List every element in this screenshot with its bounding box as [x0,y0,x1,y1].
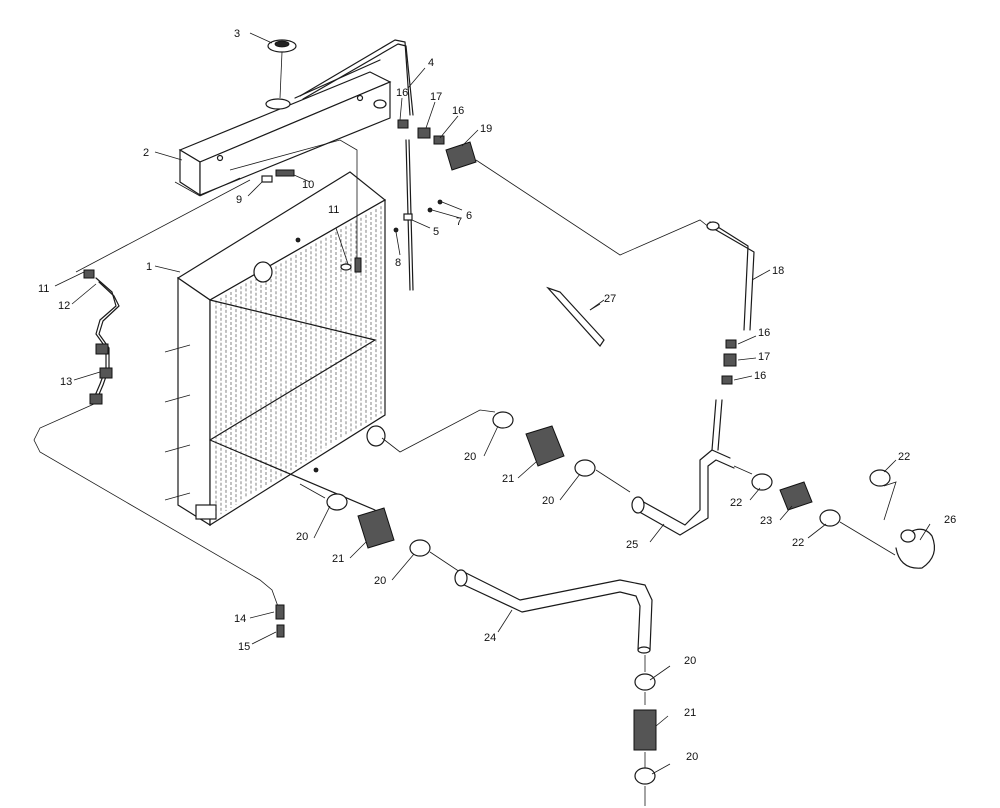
label-16-c: 16 [758,327,770,339]
label-3: 3 [234,28,240,40]
label-7: 7 [456,216,462,228]
label-24: 24 [484,632,496,644]
leader-lines [54,97,931,775]
label-20-b: 20 [542,495,554,507]
label-21-c: 21 [684,707,696,719]
part-labels: 1 2 3 4 5 6 7 8 9 10 11 11 12 13 14 15 1… [38,28,956,763]
lower-hose-route [299,483,657,806]
label-5: 5 [433,226,439,238]
label-12: 12 [58,300,70,312]
label-16-d: 16 [754,370,766,382]
label-6: 6 [466,210,472,222]
label-22-b: 22 [792,537,804,549]
label-21-a: 21 [502,473,514,485]
label-4: 4 [428,57,434,69]
label-22-c: 22 [898,451,910,463]
label-17-a: 17 [430,91,442,103]
label-20-c: 20 [296,531,308,543]
fitting-11-core [229,139,362,273]
drain-hose [33,179,285,638]
label-9: 9 [236,194,242,206]
overflow-pipe [299,39,426,116]
label-16-b: 16 [452,105,464,117]
label-14: 14 [234,613,246,625]
middle-hose-route [381,409,753,536]
label-13: 13 [60,376,72,388]
label-18: 18 [772,265,784,277]
label-20-e: 20 [684,655,696,667]
label-20-a: 20 [464,451,476,463]
label-23: 23 [760,515,772,527]
label-1: 1 [146,261,152,273]
label-16-a: 16 [396,87,408,99]
upper-hose-route [397,119,771,451]
expansion-tank [174,59,392,197]
label-26: 26 [944,514,956,526]
label-2: 2 [143,147,149,159]
label-17-b: 17 [758,351,770,363]
label-10: 10 [302,179,314,191]
label-15: 15 [238,641,250,653]
radiator-cap [249,32,297,99]
label-11-core: 11 [328,204,339,216]
label-20-f: 20 [686,751,698,763]
bracket-27 [546,286,605,347]
label-20-d: 20 [374,575,386,587]
label-19: 19 [480,123,492,135]
label-22-a: 22 [730,497,742,509]
label-21-b: 21 [332,553,344,565]
right-hose-route [751,469,935,569]
label-8: 8 [395,257,401,269]
bleed-line [393,139,463,291]
label-27: 27 [604,293,616,305]
hose-19 [445,141,477,171]
label-11-hose: 11 [38,283,49,295]
radiator-core [164,171,387,527]
label-25: 25 [626,539,638,551]
fittings-9-10 [247,169,311,197]
